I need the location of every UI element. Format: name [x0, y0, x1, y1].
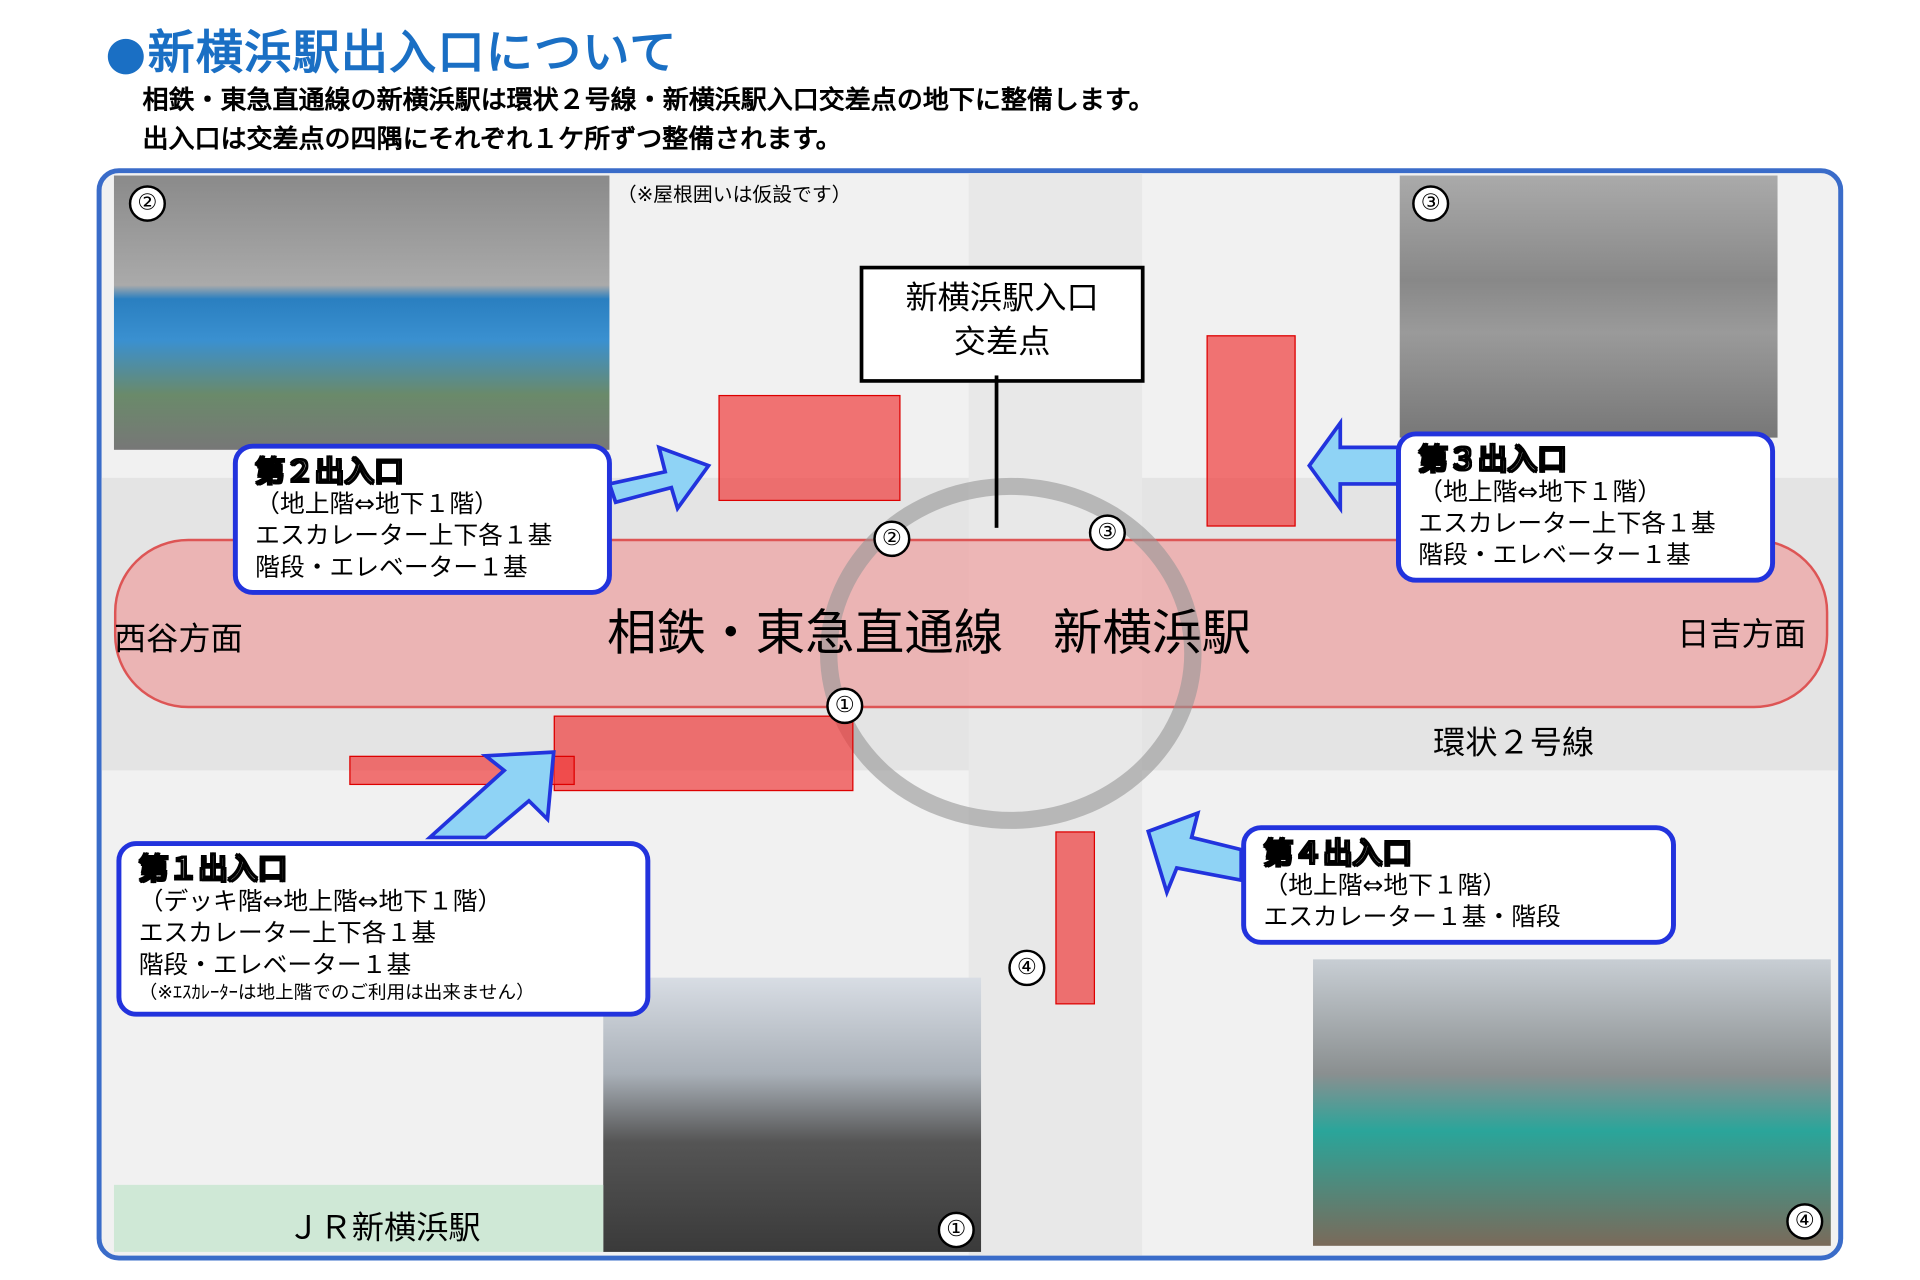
- exit3-line: エスカレーター上下各１基: [1418, 508, 1716, 538]
- exit1-title: 第１出入口: [138, 852, 288, 887]
- arrow-exit2: [607, 444, 712, 513]
- arrow-exit3: [1307, 417, 1405, 515]
- marker-1-photo: ①: [937, 1211, 975, 1249]
- exit4-line: エスカレーター１基・階段: [1263, 902, 1561, 932]
- exit1-line: エスカレーター上下各１基: [138, 917, 437, 948]
- exit1-line: 階段・エレベーター１基: [138, 949, 412, 979]
- exit3-line: 階段・エレベーター１基: [1418, 540, 1691, 570]
- exit2-line: （地上階⇔地下１階）: [255, 488, 499, 519]
- marker-2-map: ②: [873, 520, 911, 558]
- exit1-note: （※ｴｽｶﾚｰﾀｰは地上階でのご利用は出来ません）: [138, 981, 535, 1004]
- marker-2-photo: ②: [128, 185, 166, 222]
- roof-note: （※屋根囲いは仮設です）: [616, 182, 852, 207]
- marker-3-map: ③: [1088, 514, 1126, 551]
- exit2-info: 第２出入口 （地上階⇔地下１階） エスカレーター上下各１基 階段・エレベーター１…: [232, 443, 612, 595]
- exit4-structure: [1055, 831, 1096, 1005]
- exit1-line: （デッキ階⇔地上階⇔地下１階）: [138, 886, 503, 916]
- marker-4-map: ④: [1008, 949, 1046, 987]
- photo-exit3: [1399, 175, 1778, 438]
- exit3-title: 第３出入口: [1418, 442, 1568, 477]
- photo-exit1: [603, 977, 982, 1252]
- exit3-info: 第３出入口 （地上階⇔地下１階） エスカレーター上下各１基 階段・エレベーター１…: [1396, 431, 1776, 583]
- road-label: 環状２号線: [1433, 725, 1595, 762]
- marker-3-photo: ③: [1412, 185, 1450, 222]
- intersection-label-1: 新横浜駅入口: [905, 280, 1099, 317]
- exit4-title: 第４出入口: [1263, 836, 1413, 871]
- west-label: 西谷方面: [113, 621, 243, 659]
- intersection-label-2: 交差点: [953, 324, 1051, 361]
- marker-1-map: ①: [826, 687, 864, 725]
- exit4-line: （地上階⇔地下１階）: [1263, 870, 1508, 900]
- exit3-line: （地上階⇔地下１階）: [1418, 476, 1663, 506]
- exit2-line: 階段・エレベーター１基: [255, 552, 528, 582]
- pointer-line: [994, 375, 999, 528]
- page-title: ●新横浜駅出入口について: [105, 25, 678, 80]
- jr-area: [113, 1184, 604, 1252]
- arrow-exit1: [425, 750, 556, 840]
- subtitle-line-1: 相鉄・東急直通線の新横浜駅は環状２号線・新横浜駅入口交差点の地下に整備します。: [142, 85, 1155, 115]
- intersection-label: 新横浜駅入口 交差点: [859, 265, 1145, 383]
- exit4-info: 第４出入口 （地上階⇔地下１階） エスカレーター１基・階段: [1241, 825, 1676, 945]
- exit1-structure: [553, 715, 854, 792]
- exit3-structure: [1206, 335, 1296, 527]
- station-label: 相鉄・東急直通線 新横浜駅: [606, 605, 1252, 662]
- exit2-line: エスカレーター上下各１基: [255, 520, 553, 550]
- photo-exit4: [1313, 959, 1831, 1246]
- map-frame: ② ③ ① ④ ① ② ③ ④ （※屋根囲いは仮設です） 新横浜駅入口 交差点 …: [96, 168, 1844, 1261]
- jr-label: ＪＲ新横浜駅: [287, 1210, 481, 1248]
- exit2-structure: [718, 394, 901, 502]
- exit2-title: 第２出入口: [255, 454, 405, 489]
- photo-exit2: [113, 175, 610, 450]
- arrow-exit4: [1145, 810, 1244, 898]
- exit1-info: 第１出入口 （デッキ階⇔地上階⇔地下１階） エスカレーター上下各１基 階段・エレ…: [116, 841, 651, 1017]
- marker-4-photo: ④: [1786, 1203, 1824, 1240]
- east-label: 日吉方面: [1677, 616, 1807, 654]
- arrows: [425, 417, 1405, 898]
- subtitle-line-2: 出入口は交差点の四隅にそれぞれ１ケ所ずつ整備されます。: [142, 124, 842, 154]
